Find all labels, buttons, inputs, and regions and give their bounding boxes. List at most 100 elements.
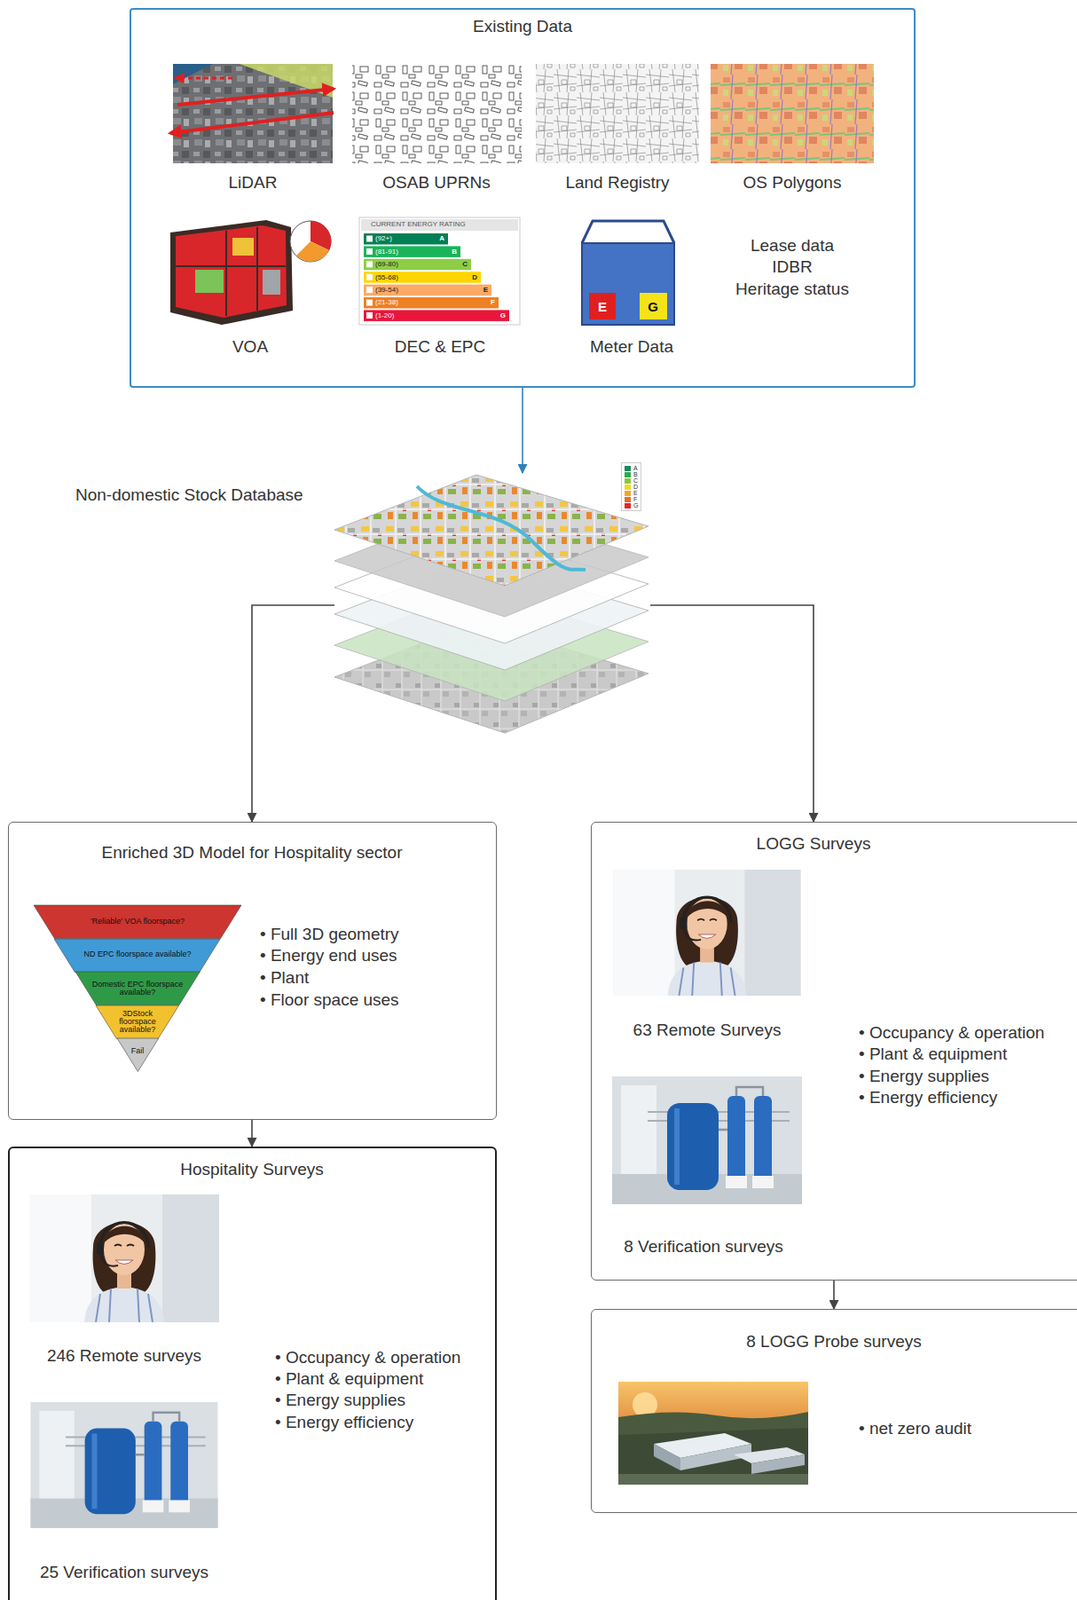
os-polygon-map bbox=[710, 63, 874, 164]
flow-arrow bbox=[521, 387, 524, 473]
rating-letter: C bbox=[462, 260, 468, 268]
floorspace-band: 'Reliable' VOA floorspace? bbox=[33, 904, 242, 939]
legend-row: F bbox=[624, 495, 638, 503]
bullet-item: • Energy supplies bbox=[275, 1390, 406, 1410]
data-source-panel: Existing DataLease dataIDBRHeritage stat… bbox=[129, 7, 916, 388]
call-centre-photo bbox=[613, 869, 801, 996]
floorspace-band: Fail bbox=[117, 1037, 159, 1072]
data-tile: OS Polygons bbox=[706, 58, 879, 200]
stock-database: Non-domestic Stock Database bbox=[334, 472, 651, 735]
bullet-item: • Full 3D geometry bbox=[259, 924, 400, 944]
legend-row: D bbox=[624, 483, 638, 490]
legend-swatch bbox=[624, 471, 631, 478]
rating-letter: D bbox=[471, 274, 478, 282]
band-label: 3DStock floorspace available? bbox=[110, 1008, 166, 1034]
data-tile-label: OSAB UPRNs bbox=[382, 172, 490, 193]
survey-item: 63 Remote Surveys bbox=[607, 865, 807, 1047]
legend-row: C bbox=[624, 477, 638, 484]
legend-swatch bbox=[624, 490, 631, 496]
model-box-label: Enriched 3D Model for Hospitality sector bbox=[102, 842, 403, 863]
bullet-item: • Plant & equipment bbox=[858, 1044, 1007, 1064]
model-box: Enriched 3D Model for Hospitality sector… bbox=[7, 821, 497, 1120]
survey-item-label: 8 Verification surveys bbox=[623, 1236, 784, 1257]
legend-swatch bbox=[624, 503, 631, 509]
rating-range: (21-38) bbox=[375, 298, 399, 307]
survey-item: 246 Remote surveys bbox=[24, 1190, 224, 1373]
survey-item-label: 246 Remote surveys bbox=[47, 1345, 202, 1366]
rating-range: (81-91) bbox=[375, 248, 399, 256]
data-tile: OSAB UPRNs bbox=[347, 58, 526, 200]
bullet-item: • Energy efficiency bbox=[858, 1087, 998, 1108]
stock-layers bbox=[334, 474, 649, 733]
bullet-item: • Energy end uses bbox=[259, 945, 398, 966]
epc-chart bbox=[359, 217, 520, 325]
meter-letter: G bbox=[647, 299, 659, 314]
rating-range: (39-54) bbox=[375, 286, 399, 294]
call-centre-photo bbox=[29, 1194, 220, 1322]
data-tile: LiDAR bbox=[168, 58, 338, 200]
osab-map bbox=[352, 63, 522, 164]
land-registry-map bbox=[535, 63, 700, 164]
legend-row: B bbox=[624, 471, 638, 478]
map-legend: ABCDEFG bbox=[621, 462, 642, 511]
audit-box-label: 8 LOGG Probe surveys bbox=[746, 1331, 921, 1352]
meter-letter: E bbox=[597, 299, 607, 314]
data-source-panel-label: Existing Data bbox=[472, 16, 573, 37]
data-tile-label: VOA bbox=[232, 337, 268, 357]
flow-arrow bbox=[833, 1280, 835, 1309]
rating-letter: A bbox=[439, 235, 445, 243]
legend-row: A bbox=[624, 464, 638, 472]
bullet-item: • Plant bbox=[259, 967, 309, 988]
survey-box-label: LOGG Surveys bbox=[756, 833, 872, 854]
bullet-item: • net zero audit bbox=[858, 1418, 972, 1439]
flow-arrow bbox=[251, 605, 335, 822]
band-label: Fail bbox=[124, 1046, 151, 1055]
rating-letter: E bbox=[483, 286, 488, 294]
legend-text: D bbox=[633, 483, 638, 490]
band-fill bbox=[95, 1005, 180, 1039]
bullet-item: • Energy efficiency bbox=[275, 1412, 414, 1432]
source-item: Lease data bbox=[750, 235, 834, 256]
legend-swatch bbox=[624, 478, 631, 484]
data-tile-label: LiDAR bbox=[228, 172, 278, 193]
legend-swatch bbox=[624, 484, 631, 490]
band-label: ND EPC floorspace available? bbox=[68, 951, 207, 960]
survey-box: LOGG Surveys • Occupancy & operation• Pla… bbox=[590, 821, 1077, 1281]
legend-text: G bbox=[633, 502, 638, 509]
survey-box: Hospitality Surveys • Occupancy & operati… bbox=[7, 1146, 497, 1600]
aerial-photo bbox=[618, 1381, 809, 1485]
legend-text: F bbox=[633, 495, 637, 503]
rating-range: (92+) bbox=[375, 235, 393, 243]
data-tile: Meter Data bbox=[567, 212, 687, 364]
floorspace-band: Domestic EPC floorspace available? bbox=[75, 971, 200, 1006]
bullet-item: • Plant & equipment bbox=[275, 1368, 424, 1389]
legend-text: E bbox=[633, 489, 638, 496]
stock-database-label: Non-domestic Stock Database bbox=[75, 485, 304, 505]
floorspace-band: ND EPC floorspace available? bbox=[54, 938, 221, 973]
chart-heading: CURRENT ENERGY RATING bbox=[370, 220, 466, 228]
band-fill bbox=[54, 938, 221, 973]
survey-item: 25 Verification surveys bbox=[24, 1398, 224, 1589]
bullet-item: • Energy supplies bbox=[858, 1066, 990, 1086]
rating-range: (1-20) bbox=[375, 312, 394, 320]
data-tile-label: Meter Data bbox=[589, 337, 674, 357]
flow-arrow bbox=[251, 1119, 253, 1147]
data-tile-label: DEC & EPC bbox=[394, 337, 486, 357]
legend-text: B bbox=[633, 471, 638, 478]
data-tile-label: OS Polygons bbox=[743, 172, 842, 193]
survey-box-label: Hospitality Surveys bbox=[180, 1159, 324, 1180]
rating-range: (69-80) bbox=[375, 260, 399, 268]
legend-text: C bbox=[633, 477, 638, 484]
band-fill bbox=[117, 1037, 159, 1072]
legend-row: G bbox=[624, 502, 638, 509]
rating-letter: F bbox=[490, 298, 496, 307]
plant-photo bbox=[612, 1076, 802, 1204]
rating-letter: G bbox=[500, 312, 506, 320]
bullet-item: • Occupancy & operation bbox=[858, 1022, 1045, 1043]
band-label: Domestic EPC floorspace available? bbox=[88, 980, 187, 998]
rating-range: (55-68) bbox=[375, 274, 399, 282]
bullet-item: • Occupancy & operation bbox=[275, 1347, 461, 1368]
plant-photo bbox=[30, 1401, 218, 1528]
data-tile: VOA bbox=[164, 212, 337, 364]
